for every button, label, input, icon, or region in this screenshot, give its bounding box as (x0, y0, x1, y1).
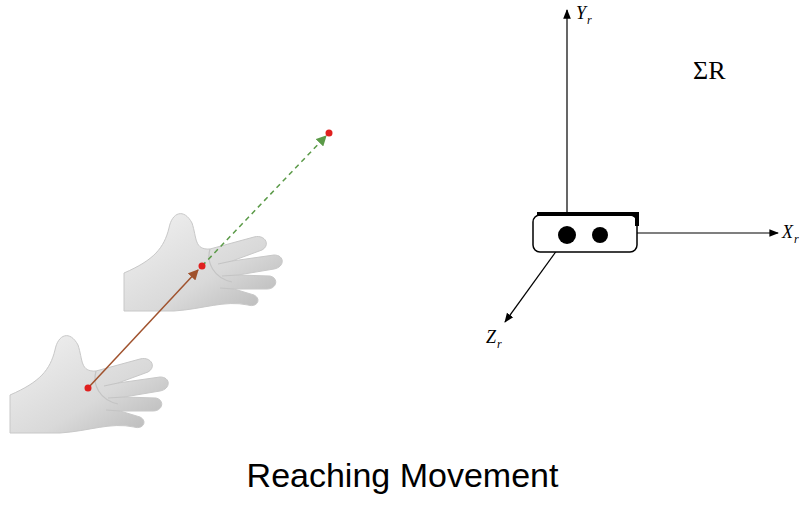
camera-lens (558, 226, 576, 244)
camera-lens (592, 227, 608, 243)
y-axis (566, 10, 567, 222)
axis-label: Xr (782, 223, 799, 241)
predicted-arrow (202, 136, 326, 266)
current-point (199, 263, 206, 270)
x-axis (637, 232, 778, 233)
axis-label: Yr (576, 4, 592, 22)
axis-label: Zr (486, 328, 502, 346)
start-point (85, 385, 92, 392)
caption: Reaching Movement (247, 458, 559, 492)
target-point (326, 130, 333, 137)
hand-end (124, 214, 282, 311)
movement-arrow (88, 270, 198, 388)
hand-start (10, 336, 168, 433)
z-axis (505, 246, 560, 322)
camera-body (533, 215, 637, 252)
frame-label: ΣR (693, 58, 725, 84)
camera-top (537, 214, 637, 226)
